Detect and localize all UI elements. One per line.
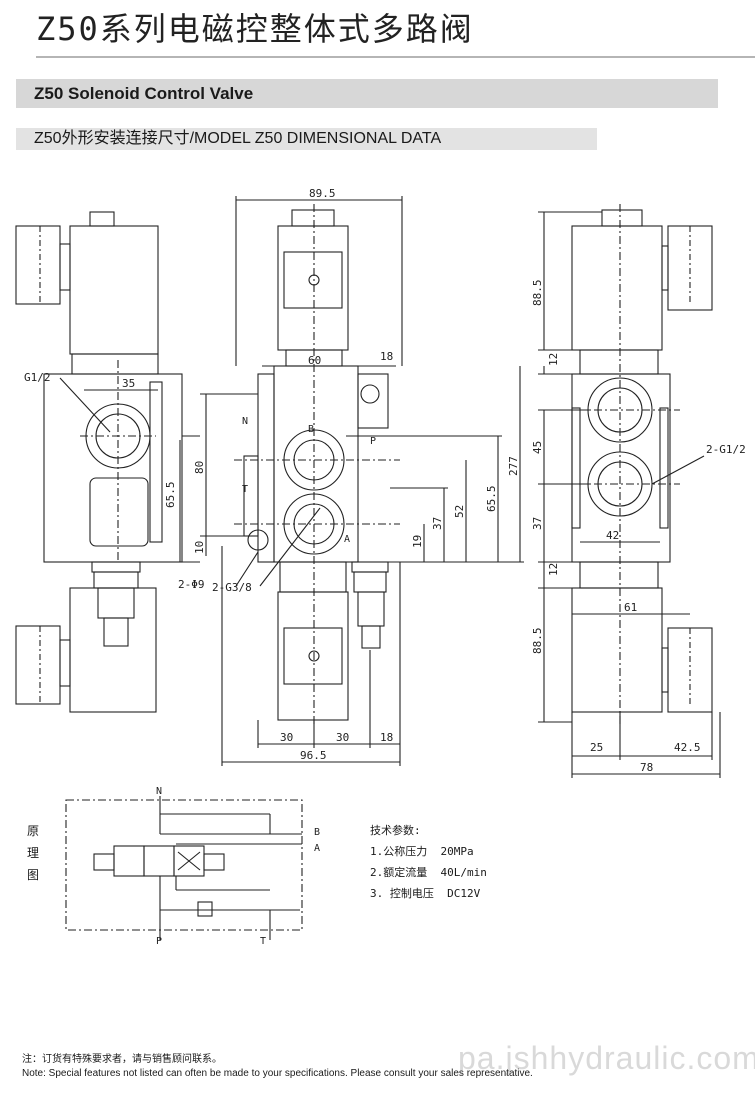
label-port-a: A [344, 534, 350, 545]
label-port-b: B [308, 424, 314, 435]
dim-30-b: 30 [336, 731, 349, 744]
subsection-header: Z50外形安装连接尺寸/MODEL Z50 DIMENSIONAL DATA [16, 128, 597, 150]
hydraulic-schematic [65, 796, 303, 940]
specs-heading: 技术参数: [370, 824, 421, 837]
dim-18-top: 18 [380, 350, 393, 363]
schematic-port-b: B [314, 827, 320, 838]
dim-45: 45 [531, 441, 544, 454]
dim-89-5: 89.5 [309, 187, 336, 200]
dim-42: 42 [606, 529, 619, 542]
spec-item: 1.公称压力 20MPa [370, 845, 474, 858]
spec-item: 3. 控制电压 DC12V [370, 887, 481, 900]
schematic-port-t: T [260, 936, 266, 947]
callout-g38: 2-G3/8 [212, 581, 252, 594]
middle-view [200, 196, 524, 766]
dim-25: 25 [590, 741, 603, 754]
dim-37-mid: 37 [431, 517, 444, 530]
schematic-side-label: 原 理 图 [26, 824, 39, 882]
label-port-n: N [242, 416, 248, 427]
label-port-p: P [370, 436, 376, 447]
schematic-port-a: A [314, 843, 320, 854]
page-title: Z50系列电磁控整体式多路阀 [36, 10, 474, 48]
dim-35: 35 [122, 377, 135, 390]
dim-277: 277 [507, 456, 520, 476]
note-cn: 注：订货有特殊要求者，请与销售顾问联系。 [22, 1054, 222, 1065]
dim-78: 78 [640, 761, 653, 774]
right-view [538, 204, 721, 778]
left-view [15, 211, 200, 713]
technical-specs: 技术参数: 1.公称压力 20MPa 2.额定流量 40L/min 3. 控制电… [370, 820, 487, 904]
label-port-t: T [242, 484, 248, 495]
schematic-port-p: P [156, 936, 162, 947]
watermark: pa.jshhydraulic.com [458, 1040, 755, 1076]
dim-60: 60 [308, 354, 321, 367]
dim-19: 19 [411, 535, 424, 548]
callout-g12: G1/2 [24, 371, 51, 384]
section-header: Z50 Solenoid Control Valve [16, 79, 718, 108]
footer-note: 注：订货有特殊要求者，请与销售顾问联系。 Note: Special featu… [22, 1053, 533, 1081]
dim-61: 61 [624, 601, 637, 614]
dim-18-bottom: 18 [380, 731, 393, 744]
dim-30-a: 30 [280, 731, 293, 744]
dim-65-5-mid: 65.5 [485, 486, 498, 513]
dim-12-bottom: 12 [547, 563, 560, 576]
schematic-port-n: N [156, 786, 162, 797]
title-rule [36, 56, 755, 58]
spec-item: 2.额定流量 40L/min [370, 866, 487, 879]
note-en: Note: Special features not listed can of… [22, 1068, 533, 1079]
dim-80: 80 [193, 461, 206, 474]
dim-12-top: 12 [547, 353, 560, 366]
dim-96-5: 96.5 [300, 749, 327, 762]
dim-88-5-top: 88.5 [531, 280, 544, 307]
dim-10: 10 [193, 541, 206, 554]
dim-65-5-left: 65.5 [164, 482, 177, 509]
dim-37-right: 37 [531, 517, 544, 530]
dim-42-5: 42.5 [674, 741, 701, 754]
dim-52: 52 [453, 505, 466, 518]
callout-2-g12: 2-G1/2 [706, 443, 746, 456]
dim-88-5-bottom: 88.5 [531, 628, 544, 655]
callout-phi9: 2-Φ9 [178, 578, 205, 591]
